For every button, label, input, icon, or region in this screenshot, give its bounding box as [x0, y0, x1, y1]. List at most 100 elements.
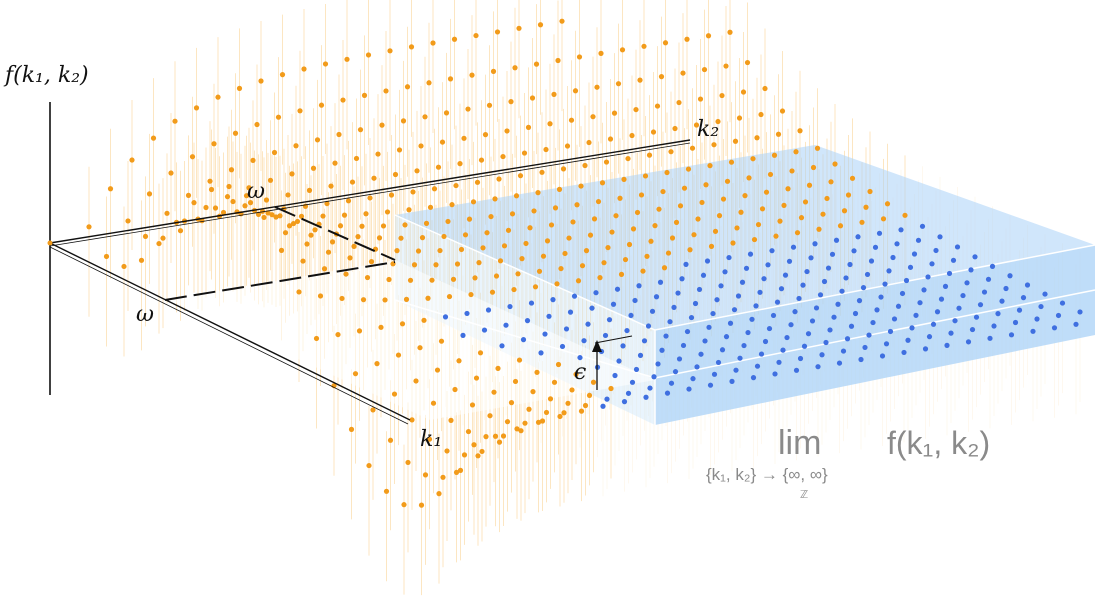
- surface-point: [685, 166, 692, 172]
- surface-point: [230, 198, 236, 205]
- surface-point: [641, 43, 647, 49]
- surface-point: [539, 418, 546, 424]
- limit-point: [833, 237, 840, 243]
- surface-point: [469, 402, 476, 408]
- limit-point: [812, 241, 818, 247]
- surface-point: [814, 145, 821, 151]
- limit-point: [750, 375, 757, 381]
- surface-point: [378, 324, 384, 330]
- limit-point: [633, 366, 640, 373]
- limit-point: [616, 358, 622, 364]
- surface-point: [519, 256, 525, 262]
- surface-point: [521, 150, 528, 156]
- surface-point: [492, 196, 498, 202]
- surface-point: [399, 321, 406, 327]
- surface-point: [193, 105, 200, 111]
- limit-point: [524, 318, 531, 324]
- surface-point: [388, 192, 395, 198]
- surface-point: [473, 375, 480, 381]
- epsilon-box-fade: [170, 260, 655, 420]
- surface-point: [308, 232, 314, 238]
- limit-point: [788, 322, 794, 328]
- limit-point: [995, 311, 1001, 317]
- surface-point: [286, 223, 293, 229]
- surface-point: [496, 176, 502, 182]
- surface-point: [312, 227, 318, 233]
- surface-point: [258, 78, 264, 84]
- surface-point: [511, 286, 517, 293]
- limit-point: [567, 309, 574, 315]
- limit-point: [624, 327, 630, 334]
- surface-point: [522, 420, 528, 426]
- limit-point: [925, 274, 931, 280]
- epsilon-box-top: [395, 145, 1095, 330]
- surface-point: [456, 358, 462, 364]
- surface-point: [370, 407, 376, 413]
- limit-point: [954, 244, 961, 250]
- limit-point: [901, 349, 907, 356]
- surface-point: [708, 243, 715, 249]
- surface-point: [355, 234, 361, 240]
- surface-point: [684, 36, 690, 42]
- surface-point: [530, 389, 536, 395]
- surface-point: [517, 173, 524, 179]
- surface-point: [243, 193, 250, 199]
- limit-point: [1003, 285, 1009, 292]
- surface-point: [751, 236, 758, 243]
- surface-point: [640, 268, 646, 274]
- surface-point: [403, 296, 410, 302]
- surface-point: [607, 136, 614, 142]
- limit-point: [784, 334, 790, 341]
- surface-point: [353, 155, 360, 162]
- limit-point: [981, 289, 988, 295]
- surface-point: [646, 152, 653, 158]
- limit-point: [911, 251, 918, 257]
- surface-point: [226, 183, 232, 190]
- limit-point: [809, 318, 816, 324]
- surface-point: [437, 247, 443, 254]
- surface-point: [672, 125, 678, 132]
- surface-point: [711, 142, 717, 148]
- surface-point: [697, 96, 704, 102]
- limit-point: [851, 248, 857, 254]
- surface-point: [638, 192, 645, 198]
- surface-point: [755, 221, 762, 228]
- limit-point: [780, 347, 786, 353]
- surface-point: [332, 160, 338, 166]
- limit-point: [969, 326, 976, 333]
- limit-point: [864, 271, 871, 278]
- surface-point: [758, 111, 764, 118]
- surface-point: [375, 151, 381, 157]
- limit-point: [754, 363, 761, 369]
- surface-point: [505, 227, 512, 233]
- epsilon-label: ϵ: [574, 360, 586, 385]
- limit-point: [948, 330, 954, 336]
- limit-point: [686, 386, 692, 392]
- limit-point: [704, 258, 711, 264]
- surface-point: [572, 88, 579, 94]
- surface-point: [500, 433, 507, 439]
- surface-point: [345, 198, 352, 204]
- surface-point: [398, 235, 404, 241]
- limit-point: [817, 292, 824, 298]
- surface-point: [681, 185, 688, 191]
- limit-point: [831, 314, 837, 320]
- surface-point: [440, 474, 446, 480]
- limit-point: [1008, 332, 1015, 338]
- surface-point: [107, 186, 114, 192]
- limit-point: [481, 327, 488, 333]
- surface-point: [518, 428, 524, 434]
- surface-point: [797, 128, 803, 134]
- surface-point: [329, 239, 336, 245]
- limit-point: [647, 385, 653, 391]
- surface-point: [359, 223, 365, 229]
- surface-point: [551, 91, 557, 97]
- surface-point: [387, 48, 393, 54]
- limit-point: [679, 276, 685, 282]
- surface-point: [473, 32, 479, 39]
- surface-point: [189, 154, 196, 160]
- limit-point: [808, 255, 814, 261]
- surface-point: [483, 434, 489, 440]
- surface-point: [603, 159, 610, 165]
- surface-point: [247, 200, 254, 206]
